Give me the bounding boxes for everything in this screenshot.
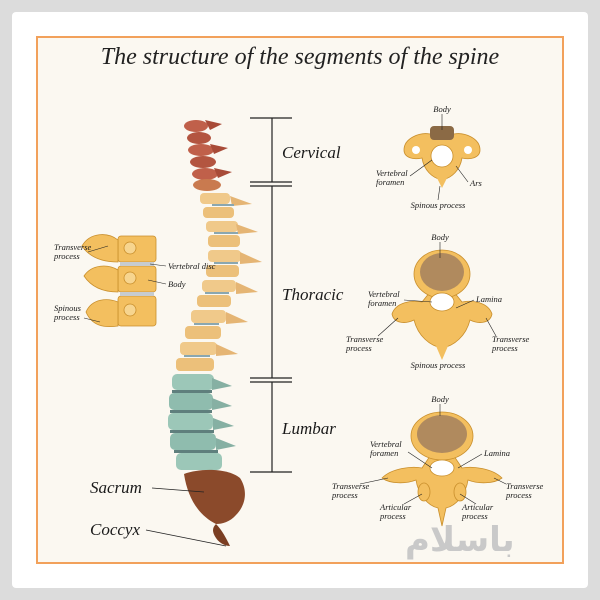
watermark-logo: باسلام <box>405 520 515 560</box>
lumbar-body-label: Body <box>431 394 449 404</box>
sacrum-label: Sacrum <box>90 478 142 497</box>
side-detail-leaders <box>83 245 167 323</box>
lumbar-vertebra-illustration <box>381 411 503 527</box>
lumbar-foramen-line2: foramen <box>370 448 398 458</box>
segment-brackets <box>250 117 292 473</box>
side-vertebral-disc-label: Vertebral disc <box>168 261 216 271</box>
page-title: The structure of the segments of the spi… <box>100 44 500 70</box>
lumbar-tp-left-line1: Transverse <box>332 481 370 491</box>
lumbar-foramen-label: Vertebral foramen <box>370 439 404 458</box>
side-transverse-line1: Transverse <box>54 242 92 252</box>
lumbar-articular-right-label: Articular process <box>461 502 495 521</box>
cervical-body-label: Body <box>433 104 451 114</box>
thoracic-tp-left-line2: process <box>345 343 372 353</box>
lumbar-ap-left-line2: process <box>379 511 406 521</box>
sacrum-bone <box>184 469 245 524</box>
thoracic-tp-left-line1: Transverse <box>346 334 384 344</box>
side-spinous-line2: process <box>53 312 80 322</box>
lumbar-ap-right-line2: process <box>461 511 488 521</box>
lumbar-lamina-label: Lamina <box>483 448 510 458</box>
side-detail-vertebrae <box>81 234 157 328</box>
side-transverse-line2: process <box>53 251 80 261</box>
lumbar-label: Lumbar <box>281 419 336 438</box>
thoracic-transverse-left-label: Transverse process <box>345 334 385 353</box>
lumbar-ap-right-line1: Articular <box>461 502 494 512</box>
coccyx-label: Coccyx <box>90 520 140 539</box>
thoracic-tp-right-line1: Transverse <box>492 334 530 344</box>
lumbar-foramen-line1: Vertebral <box>370 439 402 449</box>
cervical-vertebra-leaders <box>409 114 469 201</box>
sacrum-leader <box>151 487 205 493</box>
cervical-foramen-line2: foramen <box>376 177 404 187</box>
thoracic-foramen-line2: foramen <box>368 298 396 308</box>
thoracic-foramen-label: Vertebral foramen <box>368 289 402 308</box>
thoracic-label: Thoracic <box>282 285 344 304</box>
side-transverse-process-label: Transverse process <box>53 242 93 261</box>
coccyx-bone <box>213 524 230 546</box>
thoracic-vertebrae <box>176 193 262 371</box>
side-body-label: Body <box>168 279 186 289</box>
lumbar-vertebrae <box>168 374 236 470</box>
thoracic-vertebra-illustration <box>391 249 493 360</box>
lumbar-tp-right-line2: process <box>505 490 532 500</box>
cervical-ars-label: Ars <box>469 178 483 188</box>
lumbar-tp-left-line2: process <box>331 490 358 500</box>
lumbar-transverse-right-label: Transverse process <box>505 481 545 500</box>
side-spinous-process-label: Spinous process <box>53 303 83 322</box>
lumbar-transverse-left-label: Transverse process <box>331 481 371 500</box>
cervical-vertebrae <box>184 120 232 191</box>
lumbar-tp-right-line1: Transverse <box>506 481 544 491</box>
thoracic-spinous-label: Spinous process <box>411 360 466 370</box>
thoracic-vertebra-leaders <box>377 242 497 337</box>
cervical-spinous-label: Spinous process <box>411 200 466 210</box>
cervical-foramen-line1: Vertebral <box>376 168 408 178</box>
lumbar-articular-left-label: Articular process <box>379 502 413 521</box>
lumbar-ap-left-line1: Articular <box>379 502 412 512</box>
lumbar-vertebra-leaders <box>359 404 507 505</box>
spine-column <box>168 120 262 546</box>
cervical-foramen-label: Vertebral foramen <box>376 168 410 187</box>
thoracic-transverse-right-label: Transverse process <box>491 334 531 353</box>
thoracic-foramen-line1: Vertebral <box>368 289 400 299</box>
cervical-label: Cervical <box>282 143 341 162</box>
side-spinous-line1: Spinous <box>54 303 82 313</box>
thoracic-tp-right-line2: process <box>491 343 518 353</box>
coccyx-leader <box>145 529 227 547</box>
thoracic-lamina-label: Lamina <box>475 294 502 304</box>
thoracic-body-label: Body <box>431 232 449 242</box>
cervical-vertebra-illustration <box>403 126 481 188</box>
